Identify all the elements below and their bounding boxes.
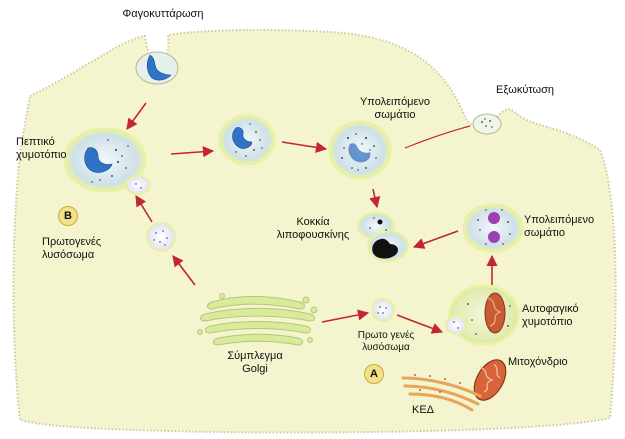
blue-particle-icon — [146, 54, 172, 81]
arrow-peptic-to-digesting — [170, 146, 215, 158]
lipofuscin-granule — [357, 212, 409, 262]
arrow-golgi-to-lysosome-mid — [321, 309, 370, 323]
arrow-lysosome-to-autophagic — [396, 314, 444, 334]
residual-body-top — [328, 120, 392, 180]
pathway-arrows — [126, 102, 498, 334]
degraded-particle-icon — [348, 143, 371, 163]
badge-pathway-b: B — [58, 206, 78, 226]
digesting-vacuole — [218, 114, 276, 166]
autophagic-vacuole — [445, 284, 520, 346]
label-mitochondrion: Μιτοχόνδριο — [508, 356, 568, 368]
badge-pathway-a: A — [364, 364, 384, 384]
arrow-golgi-to-lysosome-left — [172, 255, 196, 286]
primary-lysosome-left — [146, 222, 176, 252]
golgi-complex — [197, 293, 318, 346]
arrow-phagocytosis-to-peptic — [126, 102, 147, 130]
label-ker: ΚΕΔ — [412, 404, 435, 416]
exocytosis-path-line — [404, 125, 471, 149]
label-exocytosis: Εξωκύτωση — [496, 84, 555, 96]
arrow-residual-to-lipofuscin — [369, 188, 381, 209]
arrow-lysosome-to-peptic — [135, 195, 153, 223]
peptic-vacuole — [63, 127, 151, 195]
digested-particle-icon — [84, 147, 113, 173]
exocytosis-vesicle — [472, 113, 502, 135]
fragment-particle-icon — [232, 127, 253, 149]
phagocytosis-vesicle — [135, 51, 179, 85]
residual-body-right — [462, 203, 524, 253]
er-ribosomes — [414, 374, 461, 393]
arrow-residual-right-to-lipofuscin — [412, 230, 459, 249]
arrow-digesting-to-residual — [281, 141, 328, 153]
primary-lysosome-mid — [371, 298, 395, 322]
mitochondrion-organelle — [473, 359, 507, 401]
endoplasmic-reticulum — [401, 376, 482, 412]
lipofuscin-pigment-icon — [372, 238, 398, 259]
label-phagocytosis: Φαγοκυττάρωση — [122, 8, 204, 20]
